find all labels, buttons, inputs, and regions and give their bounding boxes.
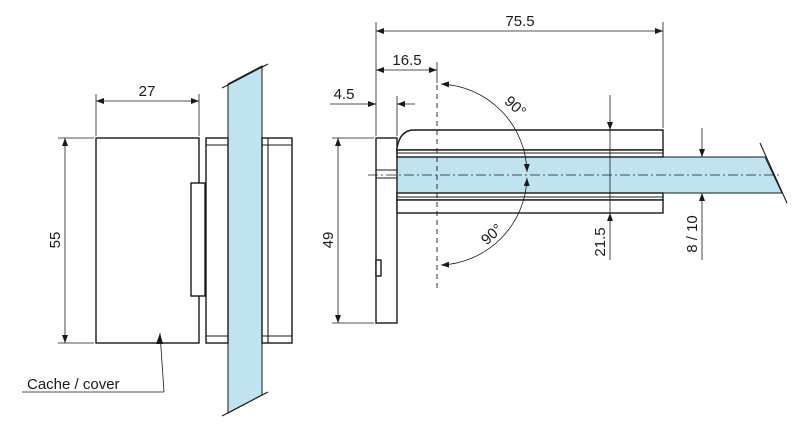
cover-body bbox=[95, 137, 200, 344]
dim-overall-width: 75.5 bbox=[505, 13, 534, 30]
clamp-plate-right bbox=[261, 137, 293, 344]
glass-break bbox=[759, 142, 788, 204]
glass-panel-side bbox=[227, 65, 263, 414]
clamp-plate-left bbox=[205, 137, 229, 344]
dim-glass-thickness: 8 / 10 bbox=[684, 215, 701, 253]
dim-cover-height: 55 bbox=[47, 232, 64, 249]
angle-bottom: 90° bbox=[478, 221, 506, 249]
glass-break-top bbox=[221, 63, 269, 89]
right-view: 90° 90° 75.5 16.5 4.5 49 21.5 8 / 10 bbox=[320, 13, 788, 324]
wall-plate-screw bbox=[375, 259, 382, 277]
wall-plate bbox=[375, 137, 398, 324]
dim-cover-width: 27 bbox=[139, 83, 156, 100]
cover-label: Cache / cover bbox=[27, 376, 120, 393]
left-view: 27 55 Cache / cover bbox=[22, 63, 293, 417]
dim-gap: 4.5 bbox=[334, 86, 355, 103]
dim-clamp-depth: 21.5 bbox=[592, 227, 609, 256]
cover-leader-arrow bbox=[156, 333, 163, 344]
angle-arc-top bbox=[440, 81, 530, 173]
dim-offset: 16.5 bbox=[392, 52, 421, 69]
cover-tab bbox=[190, 182, 206, 297]
angle-arc-bottom bbox=[440, 177, 530, 268]
glass-break-bottom bbox=[221, 391, 269, 417]
dim-clamp-height: 49 bbox=[320, 232, 337, 249]
angle-top: 90° bbox=[501, 93, 529, 121]
